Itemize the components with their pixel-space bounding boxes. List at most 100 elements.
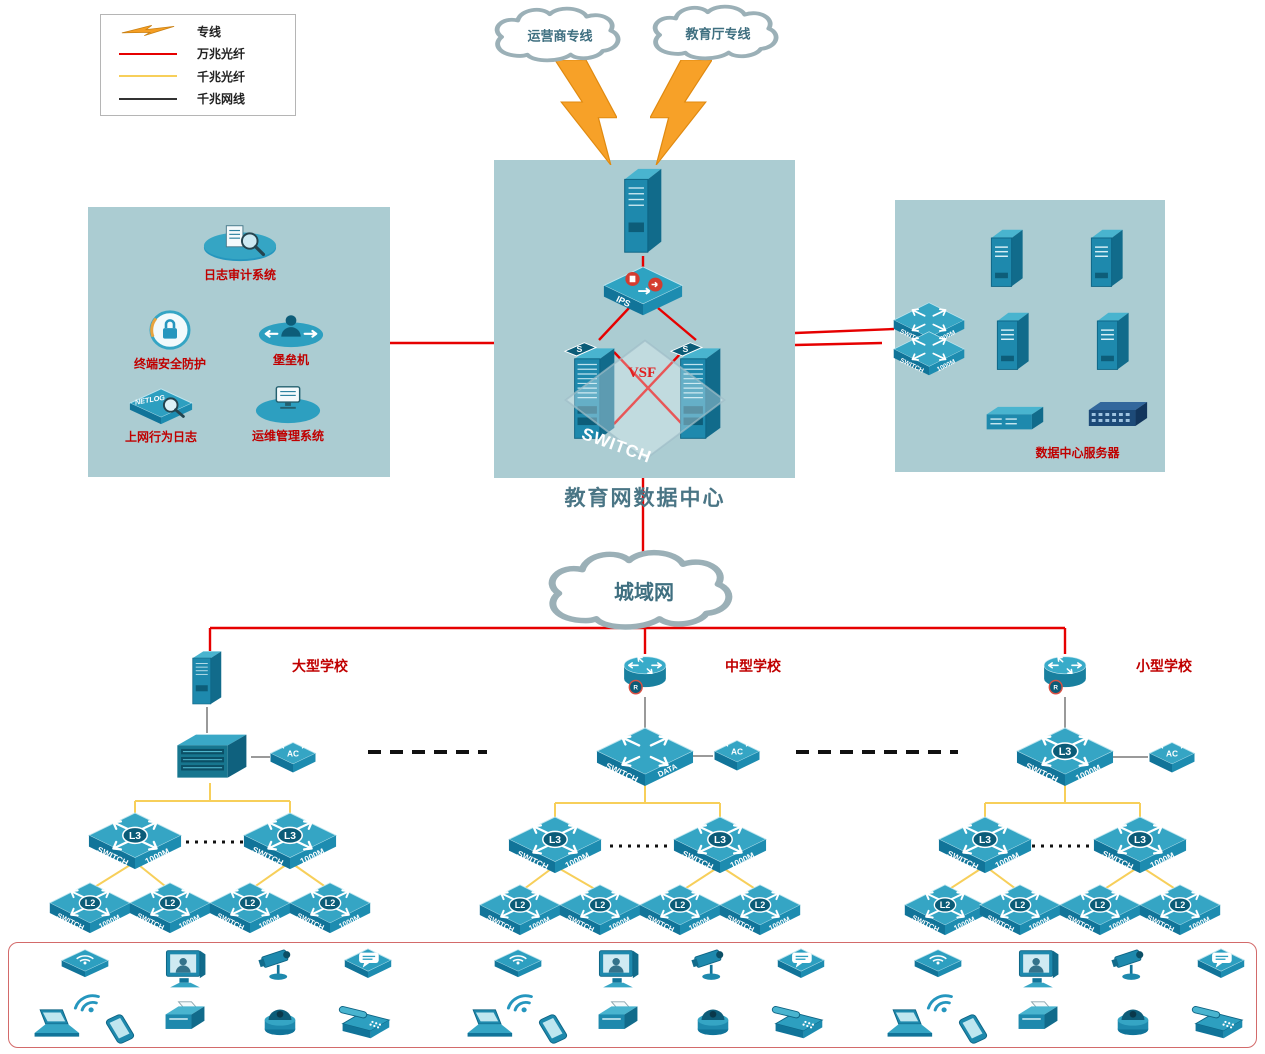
large-school-ac[interactable]: AC xyxy=(268,740,318,775)
small-school-devices-wlan-ap[interactable] xyxy=(913,948,963,978)
large-school-devices-printer[interactable] xyxy=(160,1000,210,1038)
dc-server-4[interactable] xyxy=(1090,310,1136,374)
small-school-devices-smartphone[interactable] xyxy=(953,1014,993,1044)
terminal-security[interactable]: 终端安全防护 xyxy=(134,307,206,371)
svg-text:AC: AC xyxy=(1166,748,1178,758)
vsf-label: VSF xyxy=(627,365,657,381)
svg-text:L2: L2 xyxy=(675,900,686,910)
small-school-devices-desktop-monitor[interactable] xyxy=(1012,947,1064,991)
large-school-devices-wlan-ap[interactable] xyxy=(60,948,110,978)
svg-text:L2: L2 xyxy=(1175,900,1186,910)
ls-l2-switch-1[interactable]: L2 SWITCH 1000M xyxy=(49,882,131,934)
ls-l3-switch-1[interactable]: L3 SWITCH 1000M xyxy=(88,812,182,870)
medium-school-devices-cctv-camera[interactable] xyxy=(688,943,738,983)
large-school-gateway[interactable] xyxy=(186,649,228,707)
ms-l3-switch-2[interactable]: L3 SWITCH 1000M xyxy=(673,816,767,874)
ips-device[interactable]: IPS xyxy=(602,265,684,319)
medium-school-devices-chat-terminal[interactable] xyxy=(776,947,826,979)
medium-school-devices-laptop[interactable] xyxy=(462,1008,514,1042)
dc-core-switch-lower[interactable]: SWITCH 1000M xyxy=(893,330,965,376)
terminal-security-label: 终端安全防护 xyxy=(133,357,207,371)
vsf-server-right[interactable]: S xyxy=(669,338,731,444)
large-school-devices-chat-terminal[interactable] xyxy=(343,947,393,979)
legend-item-dedicated-line: 专线 xyxy=(109,21,287,42)
ms-l3-switch-1[interactable]: L3 SWITCH 1000M xyxy=(508,816,602,874)
medium-school-devices-wifi-signal[interactable] xyxy=(497,982,539,1016)
ms-l2-switch-3[interactable]: L2 SWITCH 1000M xyxy=(639,884,721,936)
log-audit-system[interactable]: 日志审计系统 xyxy=(201,220,279,282)
svg-text:R: R xyxy=(1053,684,1058,691)
large-school-label: 大型学校 xyxy=(292,658,348,674)
large-school-devices-desktop-monitor[interactable] xyxy=(159,947,211,991)
ss-l2-switch-2[interactable]: L2 SWITCH 1000M xyxy=(979,884,1061,936)
ls-l2-switch-2[interactable]: L2 SWITCH 1000M xyxy=(129,882,211,934)
small-school-core-switch[interactable]: L3 SWITCH 1000M xyxy=(1016,727,1114,787)
legend-label-1g-cable: 千兆网线 xyxy=(197,92,246,107)
log-audit-system-label: 日志审计系统 xyxy=(203,268,277,282)
ms-l2-switch-4[interactable]: L2 SWITCH 1000M xyxy=(719,884,801,936)
ms-l2-switch-1[interactable]: L2 SWITCH 1000M xyxy=(479,884,561,936)
ms-l2-switch-2[interactable]: L2 SWITCH 1000M xyxy=(559,884,641,936)
bastion-host[interactable]: 堡垒机 xyxy=(256,311,326,367)
medium-school-devices-desktop-monitor[interactable] xyxy=(592,947,644,991)
large-school-devices-laptop[interactable] xyxy=(29,1008,81,1042)
svg-text:L3: L3 xyxy=(284,831,296,842)
ops-management[interactable]: 运维管理系统 xyxy=(252,383,324,443)
dc-rack-switch[interactable] xyxy=(1083,400,1151,432)
large-school-devices-wifi-signal[interactable] xyxy=(64,982,106,1016)
core-firewall[interactable] xyxy=(616,165,670,257)
ss-l3-switch-1[interactable]: L3 SWITCH 1000M xyxy=(938,816,1032,874)
small-school-router[interactable]: R xyxy=(1036,652,1094,698)
medium-school-ac[interactable]: AC xyxy=(712,738,762,773)
large-school-devices-smartphone[interactable] xyxy=(100,1014,140,1044)
large-school-devices-dome-camera[interactable] xyxy=(259,1001,301,1037)
small-school-devices-laptop[interactable] xyxy=(882,1008,934,1042)
dc-server-2[interactable] xyxy=(1084,227,1130,291)
large-school-devices-cctv-camera[interactable] xyxy=(255,943,305,983)
ls-l3-switch-2[interactable]: L3 SWITCH 1000M xyxy=(243,812,337,870)
svg-text:L2: L2 xyxy=(595,900,606,910)
cloud-edu-dept-line: 教育厅专线 xyxy=(642,2,794,66)
ss-l2-switch-4[interactable]: L2 SWITCH 1000M xyxy=(1139,884,1221,936)
svg-text:L2: L2 xyxy=(245,898,256,908)
cloud-metro-network-label: 城域网 xyxy=(614,580,674,605)
small-school-devices-printer[interactable] xyxy=(1013,1000,1063,1038)
small-school-devices-chat-terminal[interactable] xyxy=(1196,947,1246,979)
ss-l3-switch-2[interactable]: L3 SWITCH 1000M xyxy=(1093,816,1187,874)
dc-rack-storage[interactable] xyxy=(981,405,1047,435)
svg-text:L3: L3 xyxy=(714,835,726,846)
ls-l2-switch-3[interactable]: L2 SWITCH 1000M xyxy=(209,882,291,934)
medium-school-core-switch[interactable]: SWITCH DATA CENTER xyxy=(596,727,694,787)
cloud-operator-line-label: 运营商专线 xyxy=(527,29,593,45)
dc-server-1[interactable] xyxy=(984,227,1030,291)
ls-l2-switch-4[interactable]: L2 SWITCH 1000M xyxy=(289,882,371,934)
medium-school-router[interactable]: R xyxy=(616,652,674,698)
medium-school-devices-wlan-ap[interactable] xyxy=(493,948,543,978)
medium-school-devices-dome-camera[interactable] xyxy=(692,1001,734,1037)
datacenter-title: 教育网数据中心 xyxy=(564,485,726,510)
small-school-devices-wifi-signal[interactable] xyxy=(917,982,959,1016)
medium-school-devices-printer[interactable] xyxy=(593,1000,643,1038)
medium-school-devices-desk-phone[interactable] xyxy=(770,1002,826,1040)
link-r-1 xyxy=(794,327,895,335)
ss-l2-switch-3[interactable]: L2 SWITCH 1000M xyxy=(1059,884,1141,936)
legend-item-1g-fiber: 千兆光纤 xyxy=(109,66,287,87)
dc-server-3[interactable] xyxy=(990,310,1036,374)
large-school-devices-desk-phone[interactable] xyxy=(337,1002,393,1040)
svg-text:L2: L2 xyxy=(325,898,336,908)
link-r-2 xyxy=(794,341,883,347)
vsf-server-left[interactable]: S xyxy=(563,338,625,444)
svg-text:L2: L2 xyxy=(1015,900,1026,910)
line-swatch-10g-fiber xyxy=(109,52,187,55)
small-school-ac[interactable]: AC xyxy=(1147,740,1197,775)
svg-text:L2: L2 xyxy=(515,900,526,910)
medium-school-devices-smartphone[interactable] xyxy=(533,1014,573,1044)
ss-l2-switch-1[interactable]: L2 SWITCH 1000M xyxy=(904,884,986,936)
small-school-devices-cctv-camera[interactable] xyxy=(1108,943,1158,983)
small-school-devices-desk-phone[interactable] xyxy=(1190,1002,1246,1040)
legend-label-dedicated-line: 专线 xyxy=(197,24,222,39)
small-school-devices-dome-camera[interactable] xyxy=(1112,1001,1154,1037)
large-school-core-switch[interactable] xyxy=(168,731,252,783)
netlog-system[interactable]: NETLOG 上网行为日志 xyxy=(125,386,197,444)
legend-label-10g-fiber: 万兆光纤 xyxy=(197,47,246,62)
